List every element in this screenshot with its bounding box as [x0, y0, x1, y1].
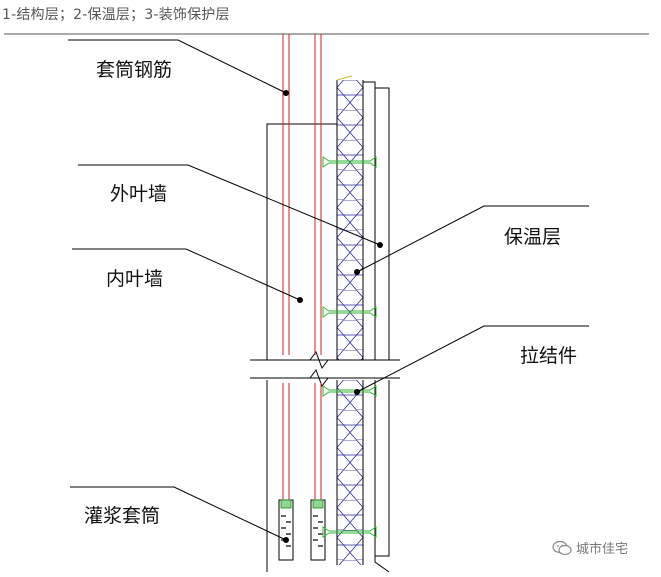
- leader-insulation: [356, 205, 589, 273]
- insulation-layer: [337, 80, 363, 360]
- rebar-left: [282, 34, 290, 500]
- outer-wall-outline: [363, 81, 390, 360]
- leader-grout-sleeve: [70, 486, 287, 541]
- watermark-text: 城市佳宅: [575, 542, 628, 557]
- connector-4: [322, 526, 377, 538]
- watermark: 城市佳宅: [552, 538, 628, 557]
- connector-1: [322, 156, 377, 168]
- grout-sleeve-right: [310, 499, 326, 561]
- label-insulation: 保温层: [504, 226, 561, 248]
- insulation-layer-lower: [337, 380, 363, 565]
- label-sleeve-rebar: 套筒钢筋: [96, 59, 172, 81]
- connector-3: [322, 385, 377, 397]
- label-outer-wall: 外叶墙: [110, 183, 167, 205]
- rebar-right: [314, 34, 322, 500]
- leader-inner-wall: [72, 248, 301, 301]
- grout-sleeve-left: [278, 499, 294, 561]
- connector-2: [322, 306, 377, 318]
- leader-outer-wall: [78, 164, 381, 246]
- wechat-icon: [552, 540, 572, 555]
- leader-sleeve-rebar: [68, 39, 287, 94]
- label-connector: 拉结件: [520, 345, 577, 367]
- caption: 1-结构层；2-保温层；3-装饰保护层: [2, 7, 230, 23]
- inner-wall-outline: [266, 123, 337, 360]
- label-grout-sleeve: 灌浆套筒: [84, 505, 160, 527]
- leader-connector: [356, 325, 589, 393]
- label-inner-wall: 内叶墙: [106, 268, 163, 290]
